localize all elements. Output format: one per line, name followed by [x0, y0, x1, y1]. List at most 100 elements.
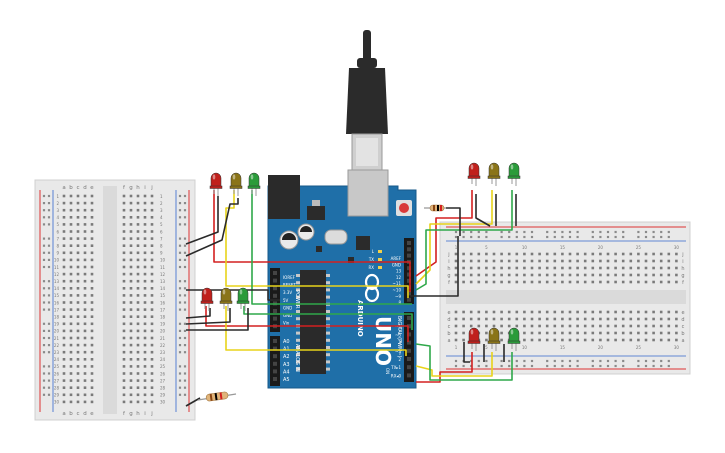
row-letter-left: c — [448, 324, 451, 330]
row-letter-right: b — [681, 331, 684, 337]
row-number-left: 24 — [54, 357, 60, 362]
col-letter-bottom: b — [69, 411, 73, 417]
row-letter-right: d — [681, 317, 684, 323]
wire-black-left-top-2 — [185, 198, 239, 257]
row-number-left: 3 — [56, 208, 59, 213]
power-pin-label: 3.3V — [283, 290, 292, 295]
header-holes — [273, 241, 411, 381]
col-number-top: 5 — [485, 245, 488, 250]
row-number-right: 22 — [160, 343, 166, 348]
col-letter-top: h — [136, 185, 140, 191]
analog-pin-label: A0 — [283, 339, 290, 345]
right-breadboard-holes — [454, 230, 678, 368]
led-green-right-top — [507, 162, 521, 186]
wire-black-left-top-1 — [185, 196, 219, 245]
wire-black-left-mid-3 — [186, 308, 249, 331]
row-number-left: 25 — [54, 364, 60, 369]
row-number-left: 22 — [54, 343, 60, 348]
atmega-chip — [300, 270, 326, 374]
col-number-top: 1 — [455, 245, 458, 250]
digital-header-right — [404, 312, 414, 382]
led-red-left-mid — [200, 287, 214, 311]
led-red-right-top — [467, 162, 481, 186]
col-letter-top: g — [129, 185, 133, 191]
row-number-right: 14 — [160, 286, 166, 291]
col-letter-top: j — [150, 185, 153, 191]
row-number-right: 24 — [160, 357, 166, 362]
wire-black-left-mid-2 — [185, 308, 231, 325]
row-number-right: 25 — [160, 364, 166, 369]
row-number-right: 9 — [160, 251, 163, 256]
row-letter-left: d — [447, 317, 450, 323]
power-group-label: POWER — [294, 290, 300, 309]
arduino-uno-board: ARDUINO UNO DIGITAL (PWM~) POWER ANALOG … — [267, 169, 417, 389]
row-letter-right: g — [681, 273, 684, 279]
row-number-left: 14 — [54, 286, 60, 291]
row-number-right: 11 — [160, 265, 166, 270]
row-letter-left: f — [448, 280, 450, 286]
right-pin-label: TX▸1 — [390, 365, 401, 370]
wire-black-right-bot-1 — [463, 342, 470, 363]
row-letter-left: i — [448, 259, 449, 265]
led-green-left-top — [247, 172, 261, 196]
analog-pin-label: A3 — [283, 362, 290, 368]
power-pin-label: RESET — [283, 283, 296, 288]
row-number-right: 29 — [160, 393, 166, 398]
arduino-brand-text: ARDUINO — [356, 300, 364, 337]
top-pin-label: 13 — [396, 269, 402, 274]
row-number-right: 2 — [160, 201, 163, 206]
wire-black-left-mid-1 — [185, 308, 211, 319]
led-yellow-left-top — [229, 172, 243, 196]
top-pin-label: AREF — [391, 256, 402, 261]
row-letter-right: e — [681, 310, 684, 316]
col-letter-top: c — [76, 185, 79, 191]
col-number-bottom: 30 — [674, 345, 680, 350]
row-number-right: 28 — [160, 386, 166, 391]
row-number-right: 19 — [160, 322, 166, 327]
left-breadboard-holes — [42, 194, 187, 404]
row-number-left: 5 — [56, 222, 59, 227]
led-green-left-mid — [236, 287, 250, 311]
row-letter-right: c — [682, 324, 685, 330]
row-number-right: 18 — [160, 315, 166, 320]
row-letter-left: a — [447, 338, 450, 344]
row-number-left: 6 — [56, 229, 59, 234]
row-number-left: 8 — [56, 244, 59, 249]
led-green-right-bot — [507, 327, 521, 351]
col-number-bottom: 1 — [455, 345, 458, 350]
col-letter-bottom: f — [123, 411, 126, 417]
col-letter-bottom: j — [150, 411, 153, 417]
row-number-left: 15 — [54, 293, 60, 298]
wire-green-left-top — [251, 190, 412, 305]
arduino-model-text: UNO — [371, 316, 395, 366]
resistor-left-bottom — [197, 391, 237, 402]
col-letter-bottom: i — [144, 411, 146, 417]
col-number-bottom: 25 — [636, 345, 642, 350]
col-letter-bottom: a — [62, 411, 65, 417]
col-number-top: 15 — [560, 245, 566, 250]
led-red-right-bot — [467, 327, 481, 351]
col-letter-top: b — [69, 185, 73, 191]
row-number-left: 19 — [54, 322, 60, 327]
row-letter-right: a — [681, 338, 684, 344]
row-number-left: 26 — [54, 371, 60, 376]
leds — [200, 162, 521, 351]
col-letter-top: d — [83, 185, 87, 191]
digital-group-label: DIGITAL (PWM~) — [396, 316, 402, 358]
row-number-right: 4 — [160, 215, 163, 220]
right-pin-label: 4 — [398, 341, 401, 346]
row-number-left: 28 — [54, 386, 60, 391]
col-letter-bottom: g — [129, 411, 133, 417]
col-number-top: 10 — [522, 245, 528, 250]
row-number-right: 3 — [160, 208, 163, 213]
col-letter-bottom: d — [83, 411, 87, 417]
row-number-right: 15 — [160, 293, 166, 298]
row-number-left: 16 — [54, 300, 60, 305]
wire-green-right-bot — [415, 343, 513, 381]
analog-group-label: ANALOG IN — [294, 344, 300, 372]
